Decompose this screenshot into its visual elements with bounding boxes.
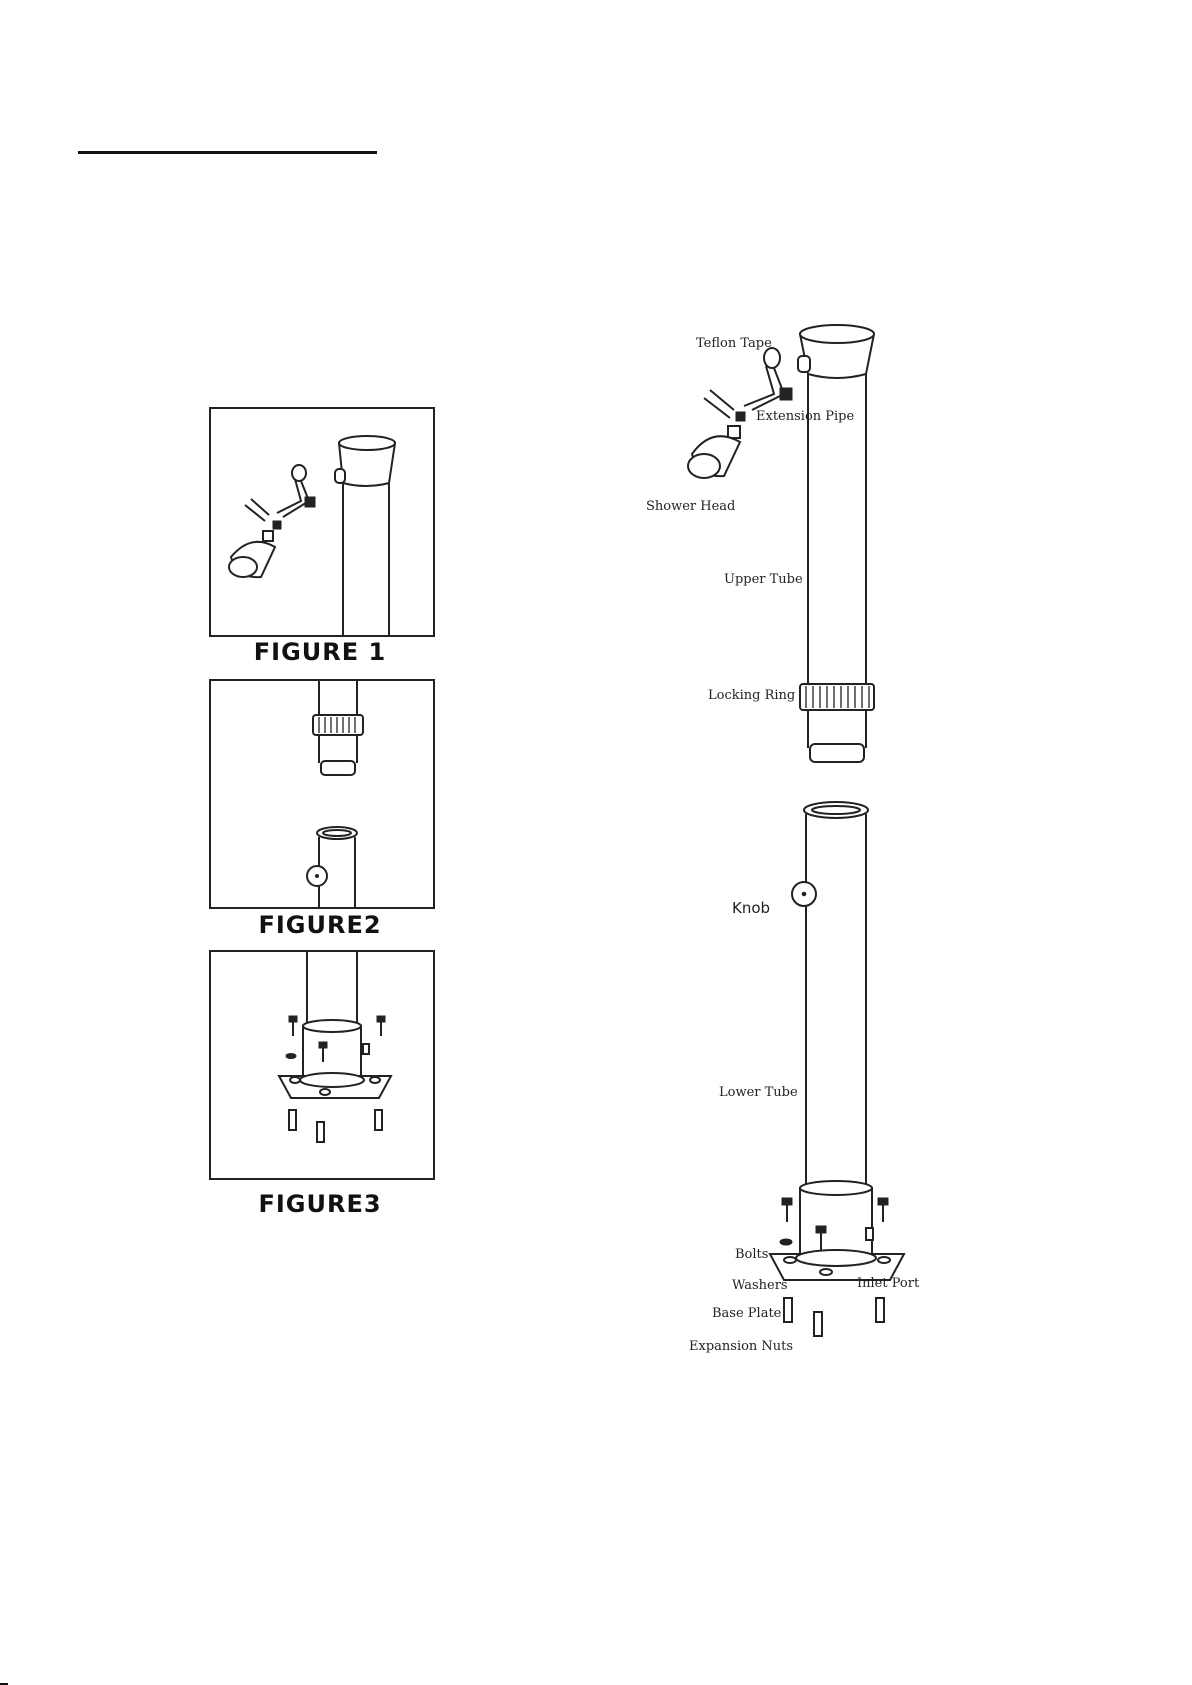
base-collar	[800, 1181, 872, 1260]
teflon-tape	[704, 390, 745, 421]
figure-2-panel	[209, 679, 435, 909]
label-expansion-nuts: Expansion Nuts	[689, 1339, 793, 1355]
label-washers: Washers	[732, 1278, 788, 1294]
figure-3-drawing	[211, 952, 433, 1178]
shower-head	[688, 426, 740, 478]
expansion-nuts	[784, 1298, 884, 1336]
label-knob: Knob	[732, 900, 770, 916]
label-base-plate: Base Plate	[712, 1306, 781, 1322]
washers	[780, 1239, 792, 1245]
label-extension-pipe: Extension Pipe	[756, 409, 854, 425]
label-teflon-tape: Teflon Tape	[696, 336, 772, 352]
locking-ring	[800, 684, 874, 762]
figure-1-panel	[209, 407, 435, 637]
label-upper-tube: Upper Tube	[724, 572, 803, 588]
figure-3-caption: FIGURE3	[207, 1190, 433, 1218]
extension-pipe	[744, 348, 792, 410]
figure-2-caption: FIGURE2	[207, 911, 433, 939]
upper-tube	[800, 325, 874, 694]
inlet-port	[866, 1228, 873, 1240]
label-inlet-port: Inlet Port	[857, 1276, 919, 1292]
figure-3-panel	[209, 950, 435, 1180]
figure-1-drawing	[211, 409, 433, 635]
lower-tube	[804, 802, 868, 1190]
shower-exploded-diagram	[640, 320, 940, 1370]
label-lower-tube: Lower Tube	[719, 1085, 798, 1101]
inlet-nipple	[798, 356, 810, 372]
figure-1-caption: FIGURE 1	[207, 638, 433, 666]
label-shower-head: Shower Head	[646, 499, 735, 515]
heading-underline	[78, 151, 377, 154]
label-bolts: Bolts	[735, 1247, 768, 1263]
figure-2-drawing	[211, 681, 433, 907]
label-locking-ring: Locking Ring	[708, 688, 795, 704]
knob	[792, 882, 816, 906]
